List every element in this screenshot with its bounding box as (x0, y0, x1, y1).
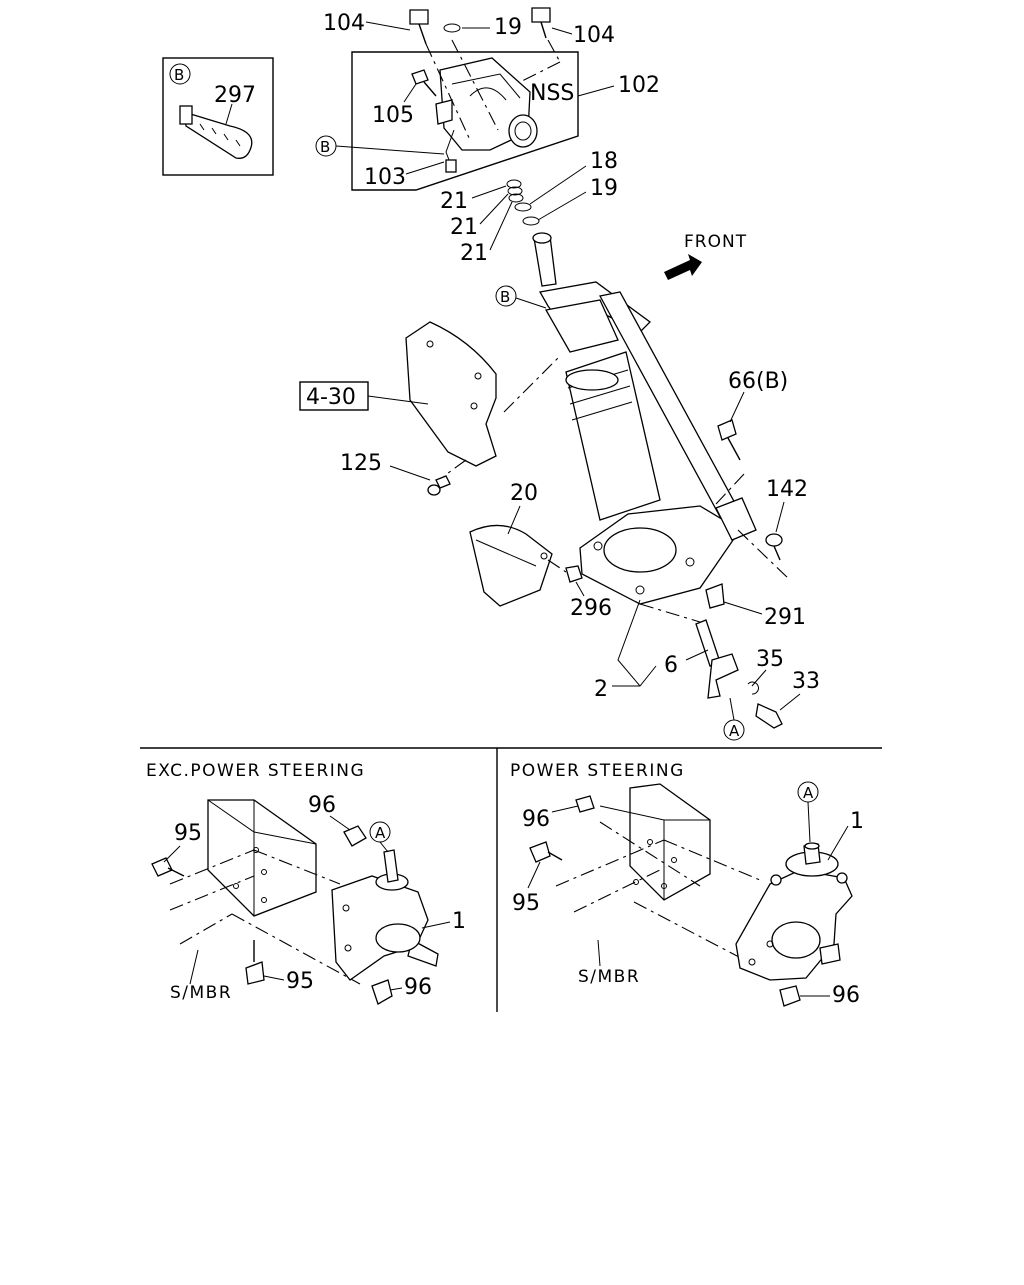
callout-104-left: 104 (323, 11, 365, 36)
callout-296: 296 (570, 596, 612, 621)
callout-105: 105 (372, 103, 414, 128)
callout-21-b: 21 (450, 215, 478, 240)
callout-103: 103 (364, 165, 406, 190)
callout-33: 33 (792, 669, 820, 694)
callout-4-30: 4-30 (306, 385, 356, 410)
inset-frame (162, 57, 274, 176)
washers (506, 179, 540, 226)
section-title-right: POWER STEERING (510, 761, 685, 781)
callout-142: 142 (766, 477, 808, 502)
marker-b-inset: B (174, 66, 184, 84)
marker-b-column: B (500, 288, 510, 306)
steering-column (532, 232, 791, 729)
callout-21-a: 21 (440, 189, 468, 214)
column-switch-assembly (351, 7, 579, 191)
callout-1-right: 1 (850, 809, 864, 834)
marker-a-shaft: A (729, 722, 740, 740)
clip-125 (427, 475, 451, 496)
callout-96-right-top: 96 (522, 807, 550, 832)
callout-95-left-top: 95 (174, 821, 202, 846)
callouts-column: 4-30 66(B) 125 142 20 296 291 6 35 33 2 … (299, 369, 820, 741)
callout-104-right: 104 (573, 23, 615, 48)
callouts-top: 104 19 104 102 NSS 105 103 B 297 18 19 2… (214, 11, 747, 309)
callout-102: 102 (618, 73, 660, 98)
front-arrow (664, 254, 702, 280)
callout-nss: NSS (530, 81, 574, 106)
callout-291: 291 (764, 605, 806, 630)
callout-18: 18 (590, 149, 618, 174)
callout-21-c: 21 (460, 241, 488, 266)
front-label: FRONT (684, 232, 747, 252)
callout-2: 2 (594, 677, 608, 702)
callout-96-left-top: 96 (308, 793, 336, 818)
frame-label-left: S/MBR (170, 983, 232, 1003)
callout-96-right-bottom: 96 (832, 983, 860, 1008)
callout-20: 20 (510, 481, 538, 506)
callout-96-left-bottom: 96 (404, 975, 432, 1000)
cover-20 (469, 524, 583, 607)
callout-35: 35 (756, 647, 784, 672)
callout-19-top: 19 (494, 15, 522, 40)
marker-b-top: B (320, 138, 330, 156)
section-power-steering: POWER STEERING 96 95 1 96 (510, 761, 864, 1008)
column-cover-4-30 (405, 321, 561, 477)
callout-95-left-bottom: 95 (286, 969, 314, 994)
marker-a-left: A (375, 824, 386, 842)
section-title-left: EXC.POWER STEERING (146, 761, 365, 781)
callout-125: 125 (340, 451, 382, 476)
inset-clip-297: B (162, 57, 274, 176)
callout-66b: 66(B) (728, 369, 788, 394)
callout-19-mid: 19 (590, 176, 618, 201)
callout-1-left: 1 (452, 909, 466, 934)
frame-label-right: S/MBR (578, 967, 640, 987)
section-manual-steering: EXC.POWER STEERING 96 95 95 (146, 761, 466, 1005)
callout-6: 6 (664, 653, 678, 678)
sub-assembly-frame (351, 51, 579, 191)
marker-a-right: A (803, 784, 814, 802)
callout-297: 297 (214, 83, 256, 108)
callout-95-right: 95 (512, 891, 540, 916)
